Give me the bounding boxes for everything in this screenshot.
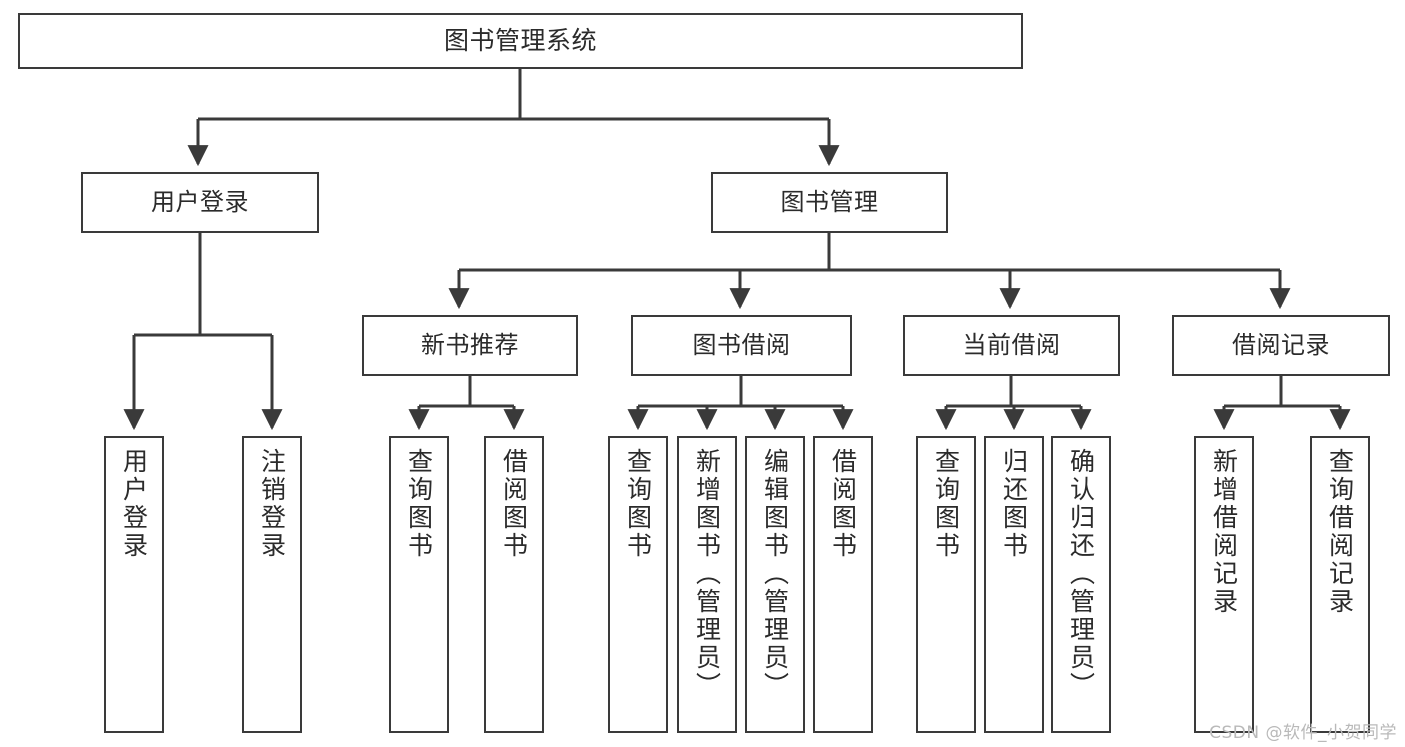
node-leaf-query-book-3[interactable]: 查询图书 — [916, 436, 976, 733]
node-leaf-add-book[interactable]: 新增图书（管理员） — [677, 436, 737, 733]
node-label: 用户登录 — [151, 187, 249, 216]
node-label: 借阅图书 — [499, 448, 529, 560]
node-leaf-query-record[interactable]: 查询借阅记录 — [1310, 436, 1370, 733]
node-label: 归还图书 — [999, 448, 1029, 560]
node-borrow-record[interactable]: 借阅记录 — [1172, 315, 1390, 376]
node-new-book-recommend[interactable]: 新书推荐 — [362, 315, 578, 376]
node-label: 图书管理系统 — [443, 25, 597, 55]
node-label: 查询图书 — [931, 448, 961, 560]
node-leaf-user-login[interactable]: 用户登录 — [104, 436, 164, 733]
node-leaf-edit-book[interactable]: 编辑图书（管理员） — [745, 436, 805, 733]
node-label: 注销登录 — [257, 448, 287, 560]
node-leaf-borrow-book-2[interactable]: 借阅图书 — [813, 436, 873, 733]
node-leaf-return-book[interactable]: 归还图书 — [984, 436, 1044, 733]
node-leaf-confirm-return[interactable]: 确认归还（管理员） — [1051, 436, 1111, 733]
node-label: 新增借阅记录 — [1209, 448, 1239, 616]
node-label: 当前借阅 — [962, 330, 1061, 359]
node-label: 编辑图书（管理员） — [760, 448, 790, 700]
node-label: 图书借阅 — [692, 330, 791, 359]
node-leaf-query-book-1[interactable]: 查询图书 — [389, 436, 449, 733]
node-label: 借阅记录 — [1232, 330, 1330, 359]
node-book-management[interactable]: 图书管理 — [711, 172, 948, 233]
node-label: 新增图书（管理员） — [692, 448, 722, 700]
node-user-login[interactable]: 用户登录 — [81, 172, 319, 233]
node-label: 借阅图书 — [828, 448, 858, 560]
node-label: 查询借阅记录 — [1325, 448, 1355, 616]
node-leaf-query-book-2[interactable]: 查询图书 — [608, 436, 668, 733]
node-book-borrow[interactable]: 图书借阅 — [631, 315, 852, 376]
node-label: 图书管理 — [780, 187, 879, 216]
node-current-borrow[interactable]: 当前借阅 — [903, 315, 1120, 376]
node-label: 新书推荐 — [421, 330, 519, 359]
csdn-watermark: CSDN @软件_小贺同学 — [1209, 723, 1397, 743]
node-label: 确认归还（管理员） — [1066, 448, 1096, 700]
node-root-system[interactable]: 图书管理系统 — [18, 13, 1023, 69]
node-leaf-borrow-book-1[interactable]: 借阅图书 — [484, 436, 544, 733]
node-label: 查询图书 — [623, 448, 653, 560]
node-leaf-logout-login[interactable]: 注销登录 — [242, 436, 302, 733]
node-label: 用户登录 — [119, 448, 149, 560]
node-label: 查询图书 — [404, 448, 434, 560]
node-leaf-add-record[interactable]: 新增借阅记录 — [1194, 436, 1254, 733]
